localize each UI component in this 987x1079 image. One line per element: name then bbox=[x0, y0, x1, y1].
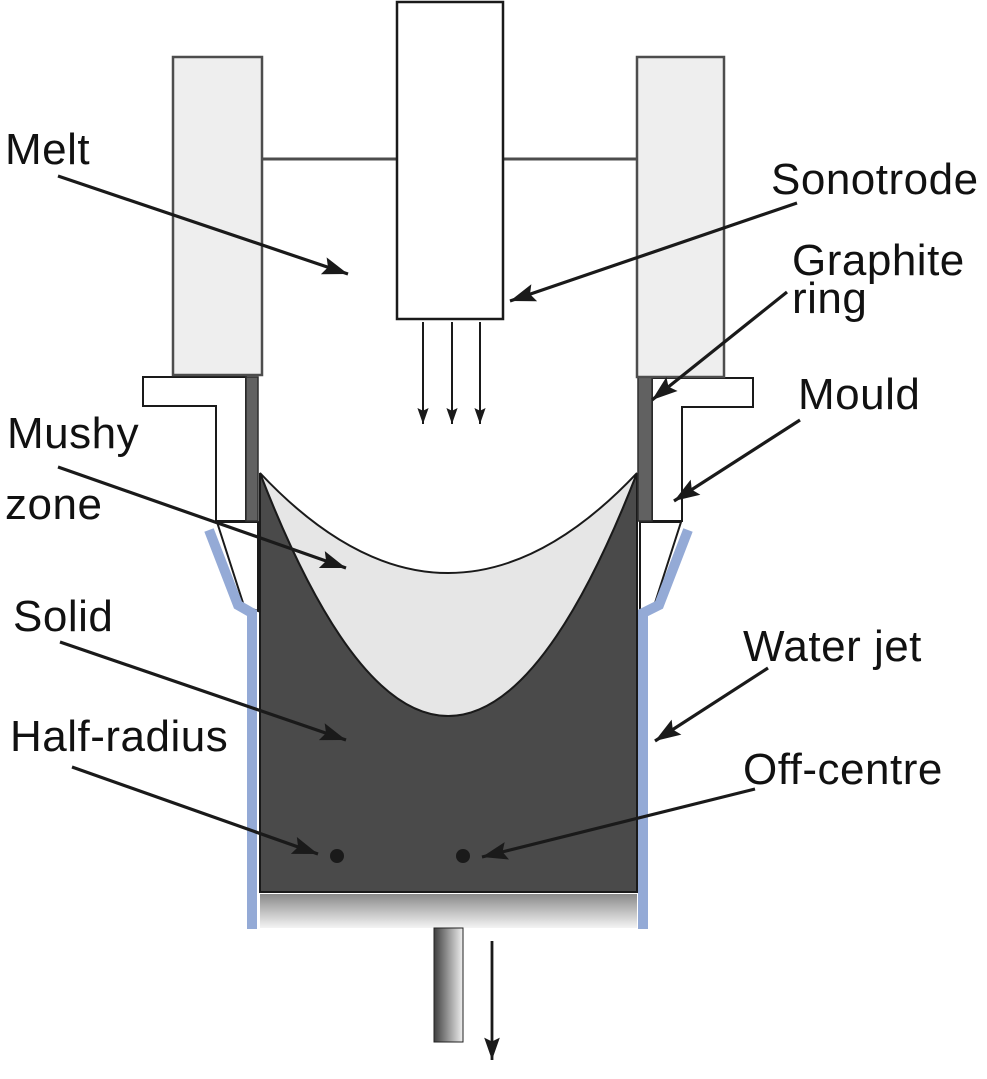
support-column-right bbox=[635, 55, 726, 379]
mushy-zone-label-line2: zone bbox=[5, 480, 103, 529]
graphite-ring-arrow bbox=[651, 290, 788, 402]
mushy-zone-label-line1: Mushy bbox=[7, 409, 140, 458]
graphite-ring-label-line1: Graphite bbox=[792, 236, 965, 285]
off-centre-dot bbox=[456, 849, 470, 863]
water-jet-left bbox=[204, 528, 257, 929]
melt-arrow bbox=[57, 174, 349, 276]
half-radius-dot bbox=[330, 849, 344, 863]
support-column-left bbox=[171, 55, 264, 377]
mushy-zone-arrow bbox=[57, 465, 347, 570]
off-centre-label: Off-centre bbox=[743, 745, 943, 794]
mould-flange-right bbox=[651, 377, 754, 522]
solid-label: Solid bbox=[13, 592, 114, 641]
melt-label: Melt bbox=[5, 125, 91, 174]
mould-flange-left bbox=[142, 376, 247, 522]
mould-label: Mould bbox=[798, 370, 921, 419]
mushy-zone-region bbox=[259, 472, 638, 717]
water-jet-label: Water jet bbox=[743, 622, 922, 671]
half-radius-label: Half-radius bbox=[10, 712, 229, 761]
mould-arrow bbox=[673, 418, 801, 503]
starter-block bbox=[260, 894, 637, 928]
graphite-ring-label: Graphite ring bbox=[792, 236, 965, 323]
sonotrode-arrow bbox=[509, 201, 798, 303]
graphite-ring-label-line2: ring bbox=[792, 274, 868, 323]
ram-rod bbox=[433, 927, 464, 1043]
solid-arrow bbox=[59, 640, 347, 742]
water-jet-arrow bbox=[654, 666, 769, 743]
half-radius-arrow bbox=[71, 765, 319, 856]
graphite-ring-right bbox=[637, 376, 653, 522]
water-jet-right bbox=[638, 528, 693, 929]
graphite-ring-left bbox=[245, 376, 259, 522]
off-centre-arrow bbox=[481, 787, 756, 860]
sonotrode-label: Sonotrode bbox=[771, 155, 979, 204]
sonotrode-body bbox=[395, 0, 505, 321]
